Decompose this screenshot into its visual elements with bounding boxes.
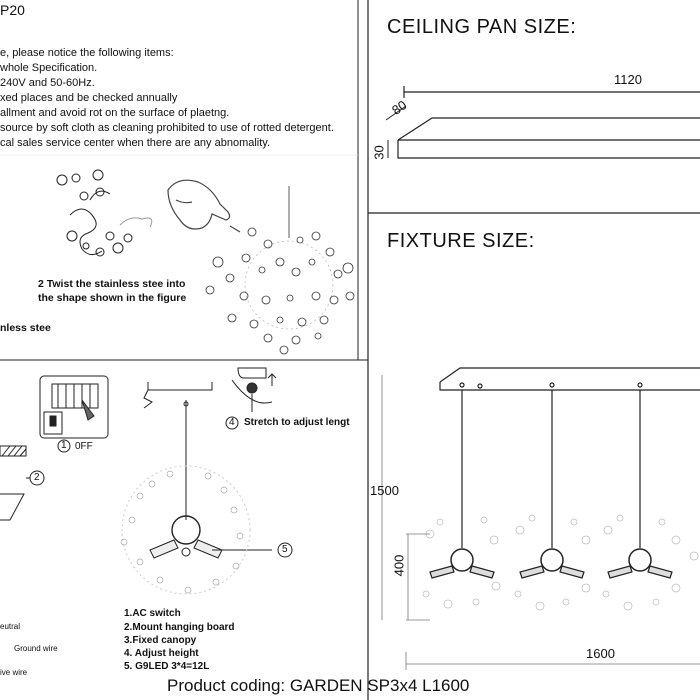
marker-2: 2 (34, 472, 40, 483)
fixture-height: 400 (391, 554, 407, 577)
install-cluster-dots (120, 470, 244, 594)
stretch-detail (231, 367, 277, 412)
stretch-text: Stretch to adjust lengt (244, 417, 350, 428)
fixture-length: 1600 (586, 646, 615, 661)
fixture-drawing (429, 367, 700, 579)
note-line: cal sales service center when there are … (0, 137, 271, 149)
legend-item: 4. Adjust height (124, 648, 199, 659)
note-line: allment and avoid rot on the surface of … (0, 107, 230, 119)
step2-text: 2 Twist the stainless stee into (38, 278, 186, 290)
ceiling-pan-title: CEILING PAN SIZE: (387, 16, 577, 38)
install-fixture (121, 382, 272, 595)
fixture-dimensions (381, 375, 700, 670)
legend-item: 5. G9LED 3*4=12L (124, 661, 210, 672)
switch-off-text: 0FF (75, 441, 93, 452)
note-line: source by soft cloth as cleaning prohibi… (0, 122, 334, 134)
cluster-sketch (205, 186, 355, 355)
wire-label: ive wire (0, 668, 28, 677)
fixture-cluster-dots (422, 514, 699, 611)
wall-hatch (0, 445, 30, 521)
step-left-text: nless stee (0, 322, 51, 334)
legend-item: 1.AC switch (124, 608, 181, 619)
wire-label: Ground wire (14, 644, 58, 653)
legend-item: 3.Fixed canopy (124, 635, 197, 646)
page-title: P20 (0, 2, 25, 18)
product-coding: Product coding: GARDEN SP3x4 L1600 (167, 676, 470, 695)
fixture-total-height: 1500 (370, 483, 399, 498)
fixture-title: FIXTURE SIZE: (387, 230, 535, 252)
stainless-stee-figure (56, 169, 153, 257)
pan-length: 1120 (614, 72, 642, 87)
pan-height: 30 (371, 145, 387, 160)
note-line: whole Specification. (0, 62, 98, 74)
marker-4: 4 (229, 417, 235, 428)
step2-text: the shape shown in the figure (38, 292, 187, 304)
note-line: xed places and be checked annually (0, 92, 178, 104)
switch-marker: 1 (61, 440, 67, 451)
wire-label: eutral (0, 622, 21, 631)
legend-item: 2.Mount hanging board (124, 622, 235, 633)
breaker-box (39, 375, 109, 439)
note-line: 240V and 50-60Hz. (0, 77, 95, 89)
hand-icon (167, 179, 241, 233)
note-line: e, please notice the following items: (0, 47, 174, 59)
marker-5: 5 (282, 544, 288, 555)
ceiling-pan-drawing (385, 86, 700, 159)
